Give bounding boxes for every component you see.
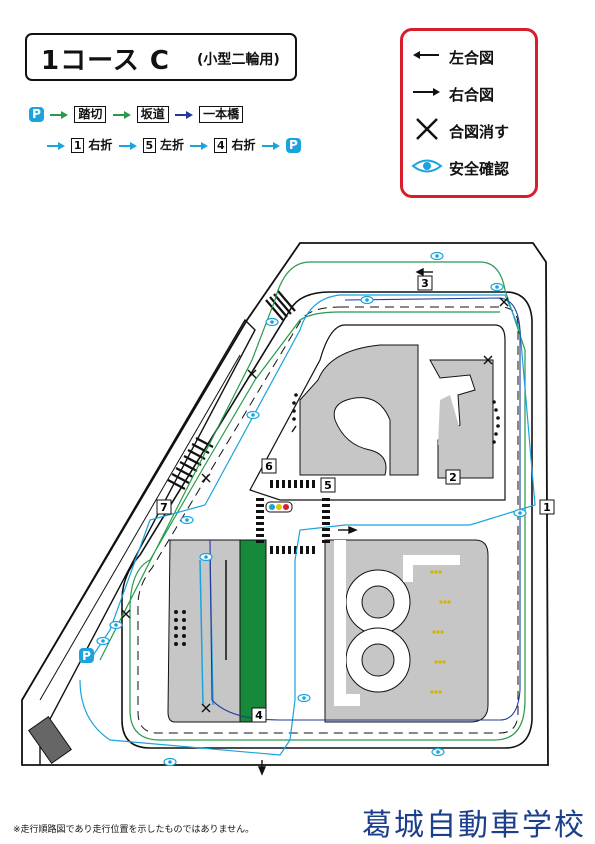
blue-arrow-icon	[190, 142, 209, 150]
building-block	[28, 716, 72, 764]
legend-label: 安全確認	[449, 160, 510, 178]
blue-route	[79, 294, 536, 756]
marker-number: 4	[214, 138, 228, 153]
svg-text:3: 3	[421, 277, 429, 290]
green-arrow-icon	[112, 111, 131, 119]
legend-cancel-signal: 合図消す	[403, 117, 535, 145]
legend-left-signal: 左合図	[403, 43, 535, 71]
footnote: ※走行順路図であり走行位置を示したものではありません。	[13, 825, 255, 835]
course-subtitle: (小型二輪用)	[197, 52, 280, 68]
cross-icon	[416, 118, 438, 140]
marker-number: 5	[142, 138, 156, 153]
crank-block	[429, 359, 494, 479]
traffic-light	[265, 501, 293, 513]
left-block	[167, 539, 263, 723]
balance-beam	[239, 539, 267, 723]
route-step-slope: 坂道	[136, 106, 169, 123]
svg-text:5: 5	[324, 479, 332, 492]
legend-label: 合図消す	[449, 123, 510, 141]
marker-3	[417, 275, 433, 291]
marker-2	[445, 469, 461, 485]
marker-5	[320, 477, 336, 493]
green-arrow-icon	[50, 111, 69, 119]
navy-arrow-icon	[174, 111, 193, 119]
s-curve-block	[299, 344, 419, 476]
legend-label: 左合図	[449, 49, 495, 67]
right-arrow-icon	[413, 88, 440, 96]
route-step-text: 左折	[159, 138, 184, 152]
route-step-text: 右折	[88, 138, 113, 152]
marker-1	[539, 499, 555, 515]
svg-text:P: P	[82, 649, 91, 663]
parking-badge	[79, 648, 94, 663]
route-step-balance-beam: 一本橋	[199, 106, 244, 123]
route-line-1: P 踏切 坂道 一本橋	[29, 106, 244, 123]
parking-badge: P	[285, 138, 301, 153]
route-line-2: 1 右折 5 左折 4 右折 P	[45, 136, 301, 153]
blue-arrow-icon	[47, 142, 65, 150]
left-crosswalk	[167, 437, 214, 490]
blue-arrow-icon	[118, 142, 137, 150]
svg-text:6: 6	[265, 460, 273, 473]
marker-6	[261, 458, 277, 474]
legend-safety-check: 安全確認	[403, 154, 535, 182]
navy-route	[209, 297, 521, 721]
course-title: 1コース C	[41, 46, 170, 76]
svg-text:1: 1	[543, 501, 551, 514]
track-outer-edge	[121, 291, 533, 749]
course-title-box: 1コース C (小型二輪用)	[25, 33, 297, 81]
parking-badge: P	[29, 107, 44, 122]
figure-eight-block	[324, 539, 489, 723]
legend-right-signal: 右合図	[403, 80, 535, 108]
marker-number: 1	[71, 138, 85, 153]
svg-text:2: 2	[449, 471, 457, 484]
route-step-text: 右折	[231, 138, 256, 152]
left-arrow-icon	[413, 51, 439, 59]
legend-label: 右合図	[449, 86, 495, 104]
marker-7	[156, 499, 172, 515]
course-boundary	[21, 242, 549, 766]
marker-4	[251, 707, 267, 723]
school-name: 葛城自動車学校	[362, 808, 586, 843]
green-route	[99, 261, 526, 741]
svg-text:4: 4	[255, 709, 263, 722]
route-step-crossing: 踏切	[74, 106, 107, 123]
svg-text:7: 7	[160, 501, 168, 514]
blue-arrow-icon	[261, 142, 280, 150]
signal-legend: 左合図 右合図 合図消す 安全確認	[400, 28, 538, 198]
eye-icon	[411, 159, 443, 173]
